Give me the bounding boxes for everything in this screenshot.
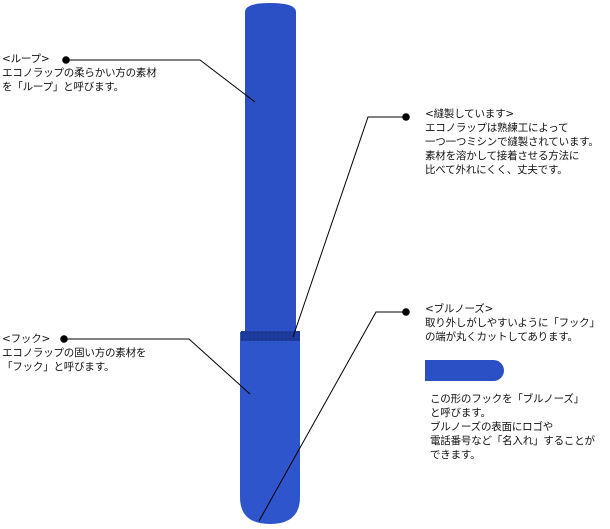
loop-text-1: エコノラップの柔らかい方の素材	[2, 67, 157, 79]
leader-bullnose	[258, 308, 410, 522]
sewn-title: <縫製しています>	[425, 108, 514, 120]
seam-stitch	[241, 331, 300, 341]
bullnose-note-2: と呼びます。	[430, 407, 491, 419]
bullnose-note-4: 電話番号など「名入れ」することが	[430, 435, 595, 447]
sewn-text-1: エコノラップは熟練工によって	[425, 122, 569, 134]
bullnose-text-2: の端が丸くカットしてあります。	[425, 331, 578, 343]
bullnose-text-1: 取り外しがしやすいように「フック」	[425, 317, 600, 329]
loop-title: <ループ>	[2, 53, 50, 65]
bullnose-sample	[425, 360, 504, 381]
bullnose-note: この形のフックを「ブルノーズ」 と呼びます。 ブルノーズの表面にロゴや 電話番号…	[430, 392, 595, 462]
hook-strap	[240, 332, 300, 524]
bullnose-callout: <ブルノーズ> 取り外しがしやすいように「フック」 の端が丸くカットしてあります…	[425, 302, 600, 344]
bullnose-note-5: できます。	[430, 449, 481, 461]
sewn-text-4: 比べて外れにくく、丈夫です。	[425, 164, 568, 176]
sewn-callout: <縫製しています> エコノラップは熟練工によって 一つ一つミシンで縫製されていま…	[425, 107, 599, 177]
hook-text-1: エコノラップの固い方の素材を	[2, 347, 147, 359]
leader-sewn	[292, 113, 410, 338]
sewn-text-3: 素材を溶かして接着させる方法に	[425, 150, 580, 162]
bullnose-note-1: この形のフックを「ブルノーズ」	[430, 393, 584, 405]
bullnose-title: <ブルノーズ>	[425, 303, 494, 315]
hook-text-2: 「フック」と呼びます。	[2, 361, 115, 373]
loop-text-2: を「ループ」と呼びます。	[2, 81, 124, 93]
leader-hook	[60, 335, 251, 395]
loop-strap	[245, 3, 296, 340]
leader-loop	[62, 56, 256, 103]
hook-callout: <フック> エコノラップの固い方の素材を 「フック」と呼びます。	[2, 332, 146, 374]
bullnose-note-3: ブルノーズの表面にロゴや	[430, 421, 554, 433]
loop-callout: <ループ> エコノラップの柔らかい方の素材 を「ループ」と呼びます。	[2, 52, 157, 94]
hook-title: <フック>	[2, 333, 51, 345]
sewn-text-2: 一つ一つミシンで縫製されています。	[425, 136, 599, 148]
